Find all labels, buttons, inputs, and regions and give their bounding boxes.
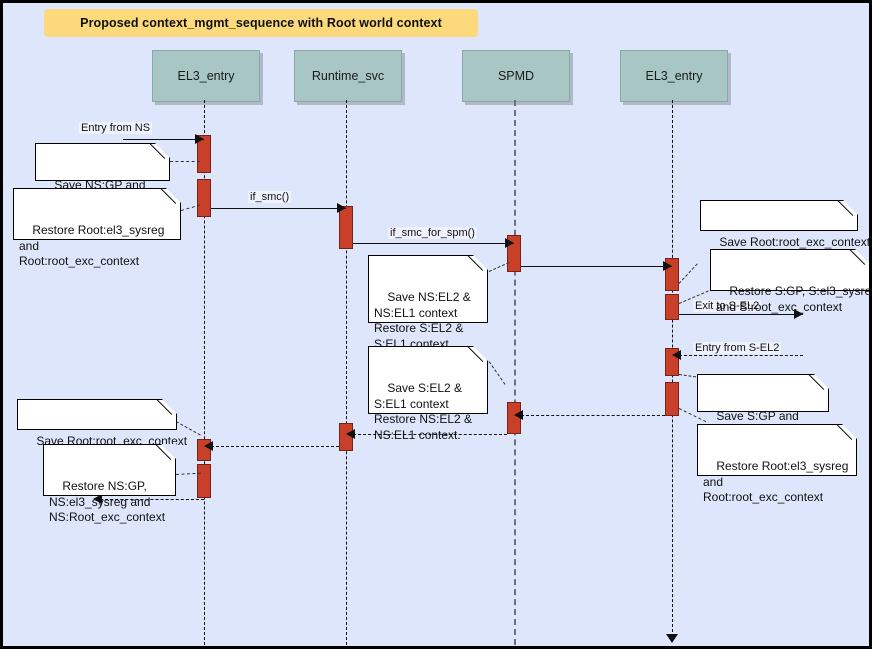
note-text: Save NS:EL2 & NS:EL1 context Restore S:E… xyxy=(374,290,471,351)
arrow-right-icon xyxy=(195,134,204,144)
message-label-exit-to-s-el2: Exit to S-EL2 xyxy=(693,300,762,312)
note-fold-icon xyxy=(155,143,170,173)
message-line-entry-from-s-el2 xyxy=(679,355,803,356)
arrow-right-icon xyxy=(337,203,346,213)
message-line-entry-from-ns xyxy=(123,139,204,140)
message-line-spmd-to-el3 xyxy=(521,266,672,267)
activation-bar-el3l-2 xyxy=(197,179,211,217)
note-save-root-exc-left: Save Root:root_exc_context xyxy=(17,399,187,448)
participant-label: SPMD xyxy=(497,69,535,83)
participant-label: EL3_entry xyxy=(177,69,235,83)
message-line-if-smc xyxy=(211,208,346,209)
note-text: Save Root:root_exc_context xyxy=(719,235,871,249)
note-save-s-gp: Save S:GP and S:root_exc_context xyxy=(697,374,829,439)
message-line-el3-to-ns-return xyxy=(100,499,204,500)
arrow-left-icon xyxy=(346,429,355,439)
note-leader-line xyxy=(488,361,506,385)
note-text: Restore S:GP, S:el3_sysreg and S:root_ex… xyxy=(716,284,872,314)
note-text: Restore Root:el3_sysreg and Root:root_ex… xyxy=(703,459,849,504)
page-title: Proposed context_mgmt_sequence with Root… xyxy=(80,16,442,30)
arrow-left-icon xyxy=(514,410,523,420)
note-fold-icon xyxy=(814,374,829,404)
note-fold-icon xyxy=(842,424,857,454)
note-fold-icon xyxy=(473,255,488,285)
activation-bar-el3r-4 xyxy=(665,382,679,416)
activation-bar-runtime-1 xyxy=(339,206,353,249)
participant-label: Runtime_svc xyxy=(311,69,385,83)
message-line-runtime-to-el3-return xyxy=(211,446,339,447)
arrow-right-icon xyxy=(505,238,514,248)
lifeline-el3-entry-left xyxy=(204,100,205,645)
note-fold-icon xyxy=(162,399,177,429)
arrow-right-icon xyxy=(663,261,672,271)
note-fold-icon xyxy=(855,249,869,279)
message-line-el3-to-spmd-return xyxy=(521,415,665,416)
diagram-title-banner: Proposed context_mgmt_sequence with Root… xyxy=(44,9,478,37)
participant-runtime-svc[interactable]: Runtime_svc xyxy=(294,50,402,102)
note-restore-ns-gp: Restore NS:GP, NS:el3_sysreg and NS:Root… xyxy=(43,444,176,524)
arrow-left-icon xyxy=(93,494,102,504)
note-fold-icon xyxy=(843,200,858,230)
participant-label: EL3_entry xyxy=(645,69,703,83)
message-label-entry-from-ns: Entry from NS xyxy=(79,122,153,134)
lifeline-spmd xyxy=(514,100,516,645)
note-text: Restore NS:GP, NS:el3_sysreg and NS:Root… xyxy=(49,479,166,524)
note-text: Restore Root:el3_sysreg and Root:root_ex… xyxy=(19,223,165,268)
message-label-if-smc: if_smc() xyxy=(248,191,292,203)
note-fold-icon xyxy=(166,188,181,218)
message-line-spmd-to-runtime-return xyxy=(353,434,507,435)
message-label-entry-from-s-el2: Entry from S-EL2 xyxy=(693,342,782,354)
activation-bar-el3l-1 xyxy=(197,135,211,173)
note-save-ns-el2: Save NS:EL2 & NS:EL1 context Restore S:E… xyxy=(368,255,488,351)
note-restore-s-gp: Restore S:GP, S:el3_sysreg and S:root_ex… xyxy=(710,249,869,314)
note-save-s-el2: Save S:EL2 & S:EL1 context Restore NS:EL… xyxy=(368,346,488,442)
participant-el3-entry-left[interactable]: EL3_entry xyxy=(152,50,260,102)
arrow-right-icon xyxy=(794,309,803,319)
note-restore-root-el3sysreg: Restore Root:el3_sysreg and Root:root_ex… xyxy=(13,188,181,268)
note-fold-icon xyxy=(161,444,176,474)
lifeline-end-arrow-icon xyxy=(666,634,678,643)
note-save-ns-gp: Save NS:GP and NS:Root_exc_context xyxy=(35,143,170,208)
lifeline-runtime-svc xyxy=(346,100,347,645)
activation-bar-el3l-4 xyxy=(197,464,211,498)
participant-spmd[interactable]: SPMD xyxy=(462,50,570,102)
note-restore-root-el3sysreg-2: Restore Root:el3_sysreg and Root:root_ex… xyxy=(697,424,857,504)
arrow-left-icon xyxy=(204,441,213,451)
message-line-if-smc-for-spm xyxy=(353,243,514,244)
message-line-exit-to-s-el2 xyxy=(679,314,803,315)
activation-bar-el3r-2 xyxy=(665,294,679,320)
note-save-root-exc-right: Save Root:root_exc_context xyxy=(700,200,869,249)
note-text: Save S:EL2 & S:EL1 context Restore NS:EL… xyxy=(374,381,473,442)
message-label-if-smc-for-spm: if_smc_for_spm() xyxy=(388,227,477,239)
note-leader-line xyxy=(678,263,698,284)
note-fold-icon xyxy=(473,346,488,376)
participant-el3-entry-right[interactable]: EL3_entry xyxy=(620,50,728,102)
arrow-left-icon xyxy=(672,350,681,360)
note-leader-line xyxy=(170,161,200,162)
